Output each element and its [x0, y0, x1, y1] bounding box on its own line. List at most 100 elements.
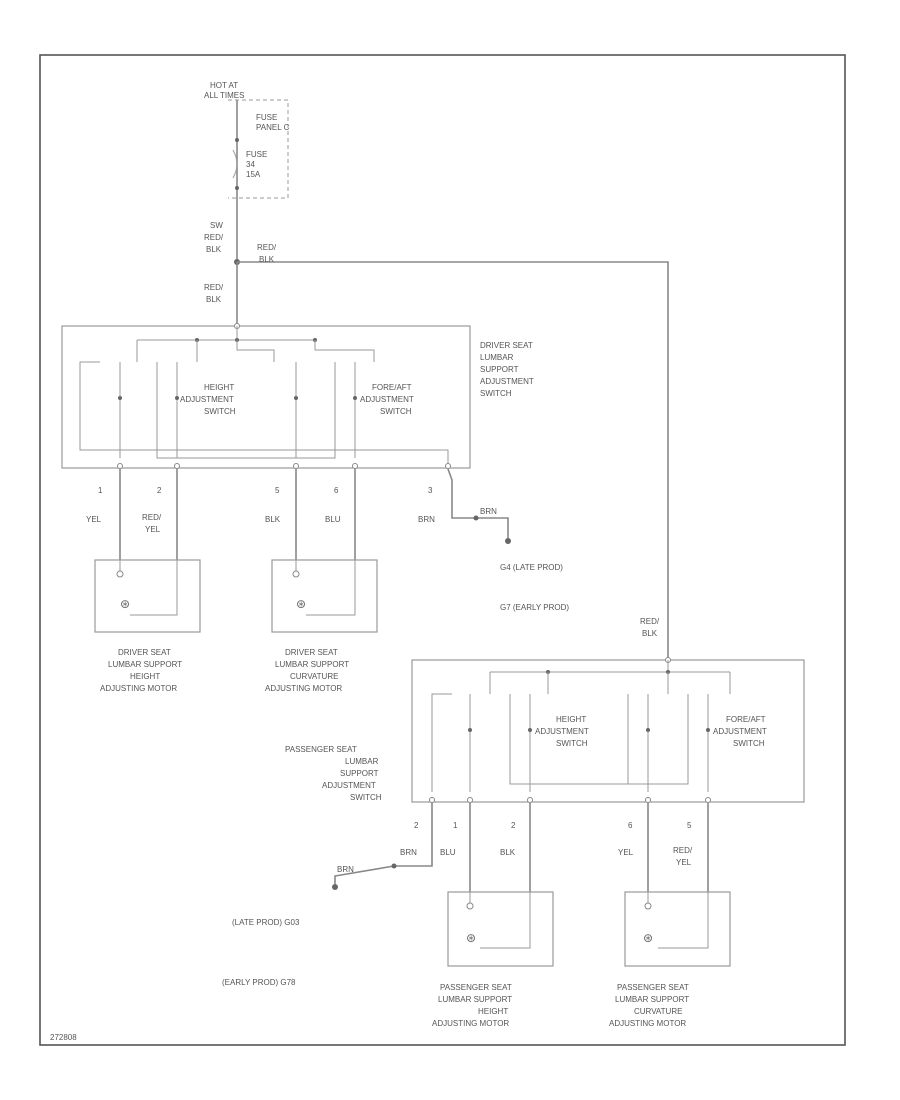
driver-pin-2: 2 [157, 486, 162, 495]
pass-curvature-motor-label-1: PASSENGER SEAT [617, 983, 689, 992]
pass-terminal-2 [527, 797, 533, 803]
fuse-node-bottom [235, 186, 239, 190]
pass-ground-icon [332, 884, 338, 890]
driver-wire-red-yel: YEL [145, 525, 161, 534]
driver-terminal-1 [117, 463, 123, 469]
driver-switch-name-3: SUPPORT [480, 365, 519, 374]
driver-wire-brn: BRN [418, 515, 435, 524]
driver-fa-label-1: FORE/AFT [372, 383, 412, 392]
branch-wire-label-1: RED/ [257, 243, 277, 252]
fuse-panel-outline [228, 99, 289, 199]
pass-cross-bus [509, 694, 689, 785]
pass-node-c [646, 728, 650, 732]
driver-fa-label-3: SWITCH [380, 407, 412, 416]
branch-wire-label-2: BLK [259, 255, 275, 264]
pass-switch-name-2: LUMBAR [345, 757, 379, 766]
driver-height-label-3: SWITCH [204, 407, 236, 416]
driver-pin-5: 5 [275, 486, 280, 495]
pass-pin-2: 2 [511, 821, 516, 830]
pass-node-b [528, 728, 532, 732]
pass-height-label-3: SWITCH [556, 739, 588, 748]
fuse-label-1: FUSE [246, 150, 267, 159]
pass-terminal-ground [429, 797, 435, 803]
driver-ground-label-1: G4 (LATE PROD) [500, 563, 563, 572]
pass-curvature-motor-box [624, 891, 731, 967]
driver-switch-box [61, 325, 471, 469]
driver-ground-icon [505, 538, 511, 544]
main-wire-label-1: SW [210, 221, 223, 230]
pass-ground-bus [431, 693, 452, 792]
driver-terminal-3 [445, 463, 451, 469]
pass-terminal-6 [645, 797, 651, 803]
pass-height-motor-terminal [466, 902, 474, 910]
driver-ground-bus [79, 361, 449, 466]
pass-in-label-2: BLK [642, 629, 658, 638]
pass-node-a [468, 728, 472, 732]
sw-in-label-1: RED/ [204, 283, 224, 292]
driver-curvature-motor-label-4: ADJUSTING MOTOR [265, 684, 342, 693]
driver-brn-wire [447, 468, 509, 538]
driver-ground-splice [473, 515, 479, 521]
pass-wire-red-yel: YEL [676, 858, 692, 867]
diagram-frame [39, 54, 846, 1046]
driver-cross-bus [156, 362, 336, 459]
pass-pin-1: 1 [453, 821, 458, 830]
hot-label-2: ALL TIMES [204, 91, 244, 100]
driver-curvature-motor-label-2: LUMBAR SUPPORT [275, 660, 349, 669]
pass-height-motor-label-2: LUMBAR SUPPORT [438, 995, 512, 1004]
driver-height-motor-leads [119, 560, 178, 616]
driver-wire-blk: BLK [265, 515, 281, 524]
fuse-label-3: 15A [246, 170, 261, 179]
pass-height-motor-icon: ⊛ [466, 931, 476, 945]
driver-curvature-motor-leads [295, 560, 356, 616]
pass-wire-blu: BLU [440, 848, 456, 857]
fuse-panel-label-1: FUSE [256, 113, 277, 122]
pass-in-label-1: RED/ [640, 617, 660, 626]
driver-height-motor-label-4: ADJUSTING MOTOR [100, 684, 177, 693]
driver-wire-blu: BLU [325, 515, 341, 524]
driver-height-motor-terminal [116, 570, 124, 578]
driver-curvature-motor-label-1: DRIVER SEAT [285, 648, 338, 657]
pass-ground-label-1: (LATE PROD) G03 [232, 918, 300, 927]
driver-height-motor-icon: ⊛ [120, 597, 130, 611]
pass-switch-name-1: PASSENGER SEAT [285, 745, 357, 754]
pass-curvature-motor-leads [647, 892, 709, 949]
pass-terminal-5 [705, 797, 711, 803]
driver-switch-name-5: SWITCH [480, 389, 512, 398]
driver-height-label-2: ADJUSTMENT [180, 395, 234, 404]
driver-height-motor-label-3: HEIGHT [130, 672, 160, 681]
driver-node-c [294, 396, 298, 400]
driver-node-d [353, 396, 357, 400]
driver-curvature-motor-terminal [292, 570, 300, 578]
driver-pin-3: 3 [428, 486, 433, 495]
driver-wire-red: RED/ [142, 513, 162, 522]
pass-curvature-motor-label-2: LUMBAR SUPPORT [615, 995, 689, 1004]
branch-red-blk-wire [237, 261, 669, 660]
driver-bus-drop-3 [236, 340, 275, 362]
pass-switch-name-5: SWITCH [350, 793, 382, 802]
driver-switch-name-2: LUMBAR [480, 353, 514, 362]
main-wire-label-3: BLK [206, 245, 222, 254]
pass-fa-label-3: SWITCH [733, 739, 765, 748]
hot-label-1: HOT AT [210, 81, 238, 90]
pass-switch-name-3: SUPPORT [340, 769, 379, 778]
pass-wire-red: RED/ [673, 846, 693, 855]
pass-fa-label-1: FORE/AFT [726, 715, 766, 724]
passenger-switch-box [411, 659, 805, 803]
fuse-symbol [232, 149, 238, 179]
pass-height-label-1: HEIGHT [556, 715, 586, 724]
pass-terminal-1 [467, 797, 473, 803]
pass-height-motor-label-1: PASSENGER SEAT [440, 983, 512, 992]
main-wire-label-2: RED/ [204, 233, 224, 242]
driver-terminal-5 [293, 463, 299, 469]
diagram-id: 272808 [50, 1033, 77, 1042]
pass-curvature-motor-label-4: ADJUSTING MOTOR [609, 1019, 686, 1028]
driver-pin-1: 1 [98, 486, 103, 495]
pass-wire-brn: BRN [400, 848, 417, 857]
driver-node-a [118, 396, 122, 400]
pass-pin-ground: 2 [414, 821, 419, 830]
pass-fa-label-2: ADJUSTMENT [713, 727, 767, 736]
driver-terminal-6 [352, 463, 358, 469]
pass-height-motor-leads [469, 892, 531, 949]
driver-fa-label-2: ADJUSTMENT [360, 395, 414, 404]
